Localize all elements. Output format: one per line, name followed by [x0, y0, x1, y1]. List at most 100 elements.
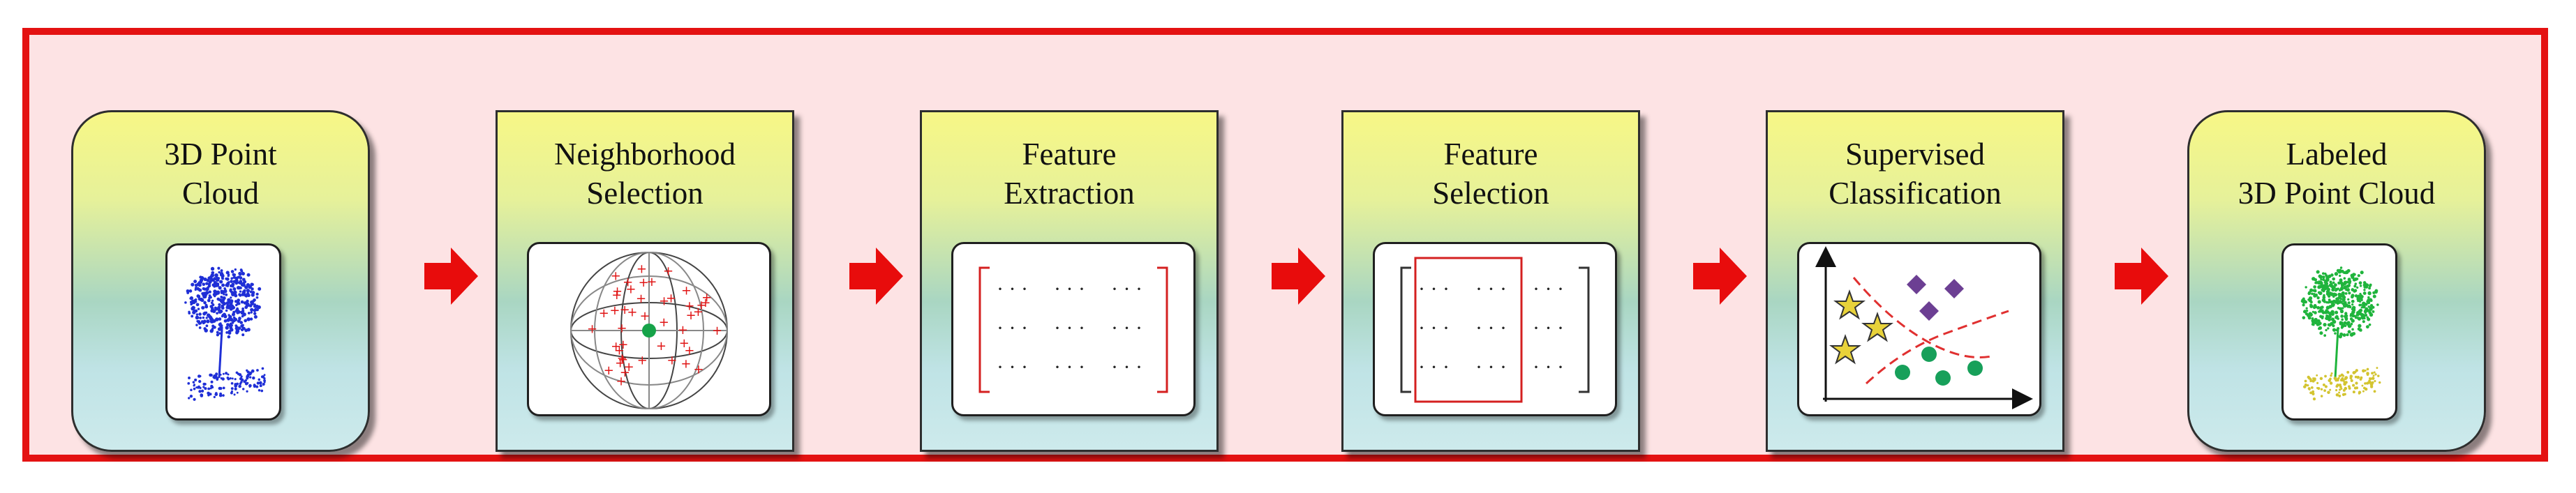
- svg-text:+: +: [684, 298, 694, 313]
- stage-label-line: Neighborhood: [554, 137, 736, 172]
- svg-text:+: +: [680, 356, 691, 371]
- svg-text:+: +: [640, 309, 650, 324]
- stage-label: Supervised Classification: [1768, 135, 2062, 213]
- stage-label: Neighborhood Selection: [498, 135, 792, 213]
- svg-text:+: +: [693, 362, 703, 377]
- svg-text:· · ·: · · ·: [1111, 317, 1142, 340]
- svg-text:+: +: [686, 308, 697, 323]
- stage-label-line: Feature: [1443, 137, 1538, 172]
- stage-labeled-3d-point-cloud: Labeled 3D Point Cloud: [2187, 110, 2486, 452]
- svg-text:+: +: [623, 275, 633, 290]
- svg-text:+: +: [620, 303, 630, 317]
- svg-text:· · ·: · · ·: [1054, 356, 1085, 379]
- svg-text:· · ·: · · ·: [1475, 278, 1507, 301]
- svg-text:+: +: [637, 353, 648, 367]
- svg-text:+: +: [659, 315, 669, 330]
- stage-label-line: 3D Point: [164, 137, 277, 172]
- arrow-right-icon: [1693, 248, 1747, 305]
- feature-selection-icon: · · · · · · · · · · · · · · · · · · · · · · · ·…: [1373, 242, 1617, 416]
- svg-text:· · ·: · · ·: [1054, 317, 1085, 340]
- scatter-classification-graphic: [1815, 246, 2033, 409]
- arrow-right-icon: [1272, 248, 1325, 305]
- svg-text:· · ·: · · ·: [1054, 278, 1085, 301]
- svg-text:+: +: [616, 321, 627, 335]
- svg-text:+: +: [617, 351, 627, 366]
- point-cloud-tree-icon: [165, 243, 281, 420]
- svg-text:+: +: [611, 288, 622, 303]
- stage-label-line: Labeled: [2286, 137, 2388, 172]
- feature-matrix-graphic: · · · · · · · · · · · · · · · · · · · · · · · ·…: [978, 266, 1168, 393]
- svg-text:+: +: [693, 305, 703, 319]
- stage-label-line: Extraction: [1004, 176, 1135, 211]
- stage-3d-point-cloud: 3D Point Cloud: [71, 110, 370, 452]
- svg-text:+: +: [612, 284, 623, 298]
- svg-text:+: +: [587, 322, 597, 337]
- diagram-frame: 3D Point Cloud Neighborhood Selection: [22, 28, 2548, 462]
- stage-label-line: Supervised: [1845, 137, 1985, 172]
- svg-text:+: +: [679, 336, 690, 351]
- svg-text:· · ·: · · ·: [997, 356, 1028, 379]
- svg-text:+: +: [614, 343, 625, 358]
- svg-text:+: +: [659, 294, 669, 308]
- svg-text:· · ·: · · ·: [1533, 278, 1564, 301]
- svg-text:+: +: [681, 284, 692, 298]
- svg-text:+: +: [678, 323, 688, 337]
- stage-label: Feature Selection: [1343, 135, 1638, 213]
- stage-label: 3D Point Cloud: [73, 135, 368, 213]
- svg-text:· · ·: · · ·: [1533, 317, 1564, 340]
- svg-text:+: +: [611, 269, 621, 284]
- svg-text:+: +: [611, 339, 621, 354]
- feature-selection-graphic: · · · · · · · · · · · · · · · · · · · · · · · ·…: [1400, 257, 1590, 403]
- svg-text:+: +: [609, 303, 620, 318]
- svg-text:+: +: [646, 275, 657, 289]
- svg-text:+: +: [616, 374, 627, 388]
- stage-neighborhood-selection: Neighborhood Selection +++++++++++++++++…: [496, 110, 794, 452]
- stage-supervised-classification: Supervised Classification: [1766, 110, 2064, 452]
- svg-text:· · ·: · · ·: [1475, 356, 1507, 379]
- svg-text:+: +: [618, 353, 628, 367]
- arrow-right-icon: [424, 248, 478, 305]
- labeled-tree-graphic: [2300, 266, 2381, 401]
- svg-text:+: +: [701, 290, 712, 305]
- stage-feature-selection: Feature Selection · · ·· · ·· · ·· · ·· …: [1341, 110, 1640, 452]
- svg-text:· · ·: · · ·: [1475, 317, 1507, 340]
- svg-text:· · ·: · · ·: [1418, 356, 1450, 379]
- stage-label-line: Selection: [1432, 176, 1549, 211]
- svg-text:· · ·: · · ·: [1418, 317, 1450, 340]
- scatter-classification-icon: [1797, 242, 2041, 416]
- svg-text:+: +: [663, 264, 673, 278]
- stage-label: Feature Extraction: [922, 135, 1216, 213]
- svg-text:+: +: [615, 356, 625, 371]
- svg-text:+: +: [639, 275, 649, 290]
- sphere-neighborhood-icon: ++++++++++++++++++++++++++++++++++++++++…: [527, 242, 771, 416]
- svg-text:+: +: [696, 298, 706, 312]
- svg-text:· · ·: · · ·: [1418, 278, 1450, 301]
- stage-feature-extraction: Feature Extraction · · ·· · ·· · ·· · ··…: [920, 110, 1219, 452]
- svg-text:+: +: [627, 305, 637, 319]
- arrow-right-icon: [2115, 248, 2168, 305]
- svg-text:+: +: [656, 339, 667, 354]
- svg-text:· · ·: · · ·: [997, 317, 1028, 340]
- svg-text:+: +: [604, 363, 614, 378]
- svg-text:· · ·: · · ·: [1533, 356, 1564, 379]
- svg-text:+: +: [700, 296, 710, 310]
- sphere-neighborhood-graphic: ++++++++++++++++++++++++++++++++++++++++…: [570, 252, 728, 409]
- svg-text:+: +: [636, 291, 646, 306]
- stage-label-line: Feature: [1022, 137, 1117, 172]
- labeled-tree-icon: [2281, 243, 2397, 420]
- stage-label-line: 3D Point Cloud: [2238, 176, 2436, 211]
- svg-text:+: +: [620, 365, 630, 380]
- svg-text:+: +: [624, 360, 634, 374]
- svg-text:· · ·: · · ·: [1111, 278, 1142, 301]
- svg-text:+: +: [667, 353, 677, 367]
- svg-text:+: +: [684, 343, 694, 358]
- svg-text:+: +: [636, 262, 647, 277]
- stage-label-line: Cloud: [181, 176, 260, 211]
- stage-label-line: Classification: [1829, 176, 2002, 211]
- stage-label: Labeled 3D Point Cloud: [2189, 135, 2484, 213]
- svg-text:· · ·: · · ·: [1111, 356, 1142, 379]
- svg-text:+: +: [625, 282, 636, 297]
- svg-text:+: +: [666, 291, 676, 305]
- svg-text:+: +: [599, 306, 609, 321]
- feature-matrix-icon: · · · · · · · · · · · · · · · · · · · · · · · ·…: [951, 242, 1196, 416]
